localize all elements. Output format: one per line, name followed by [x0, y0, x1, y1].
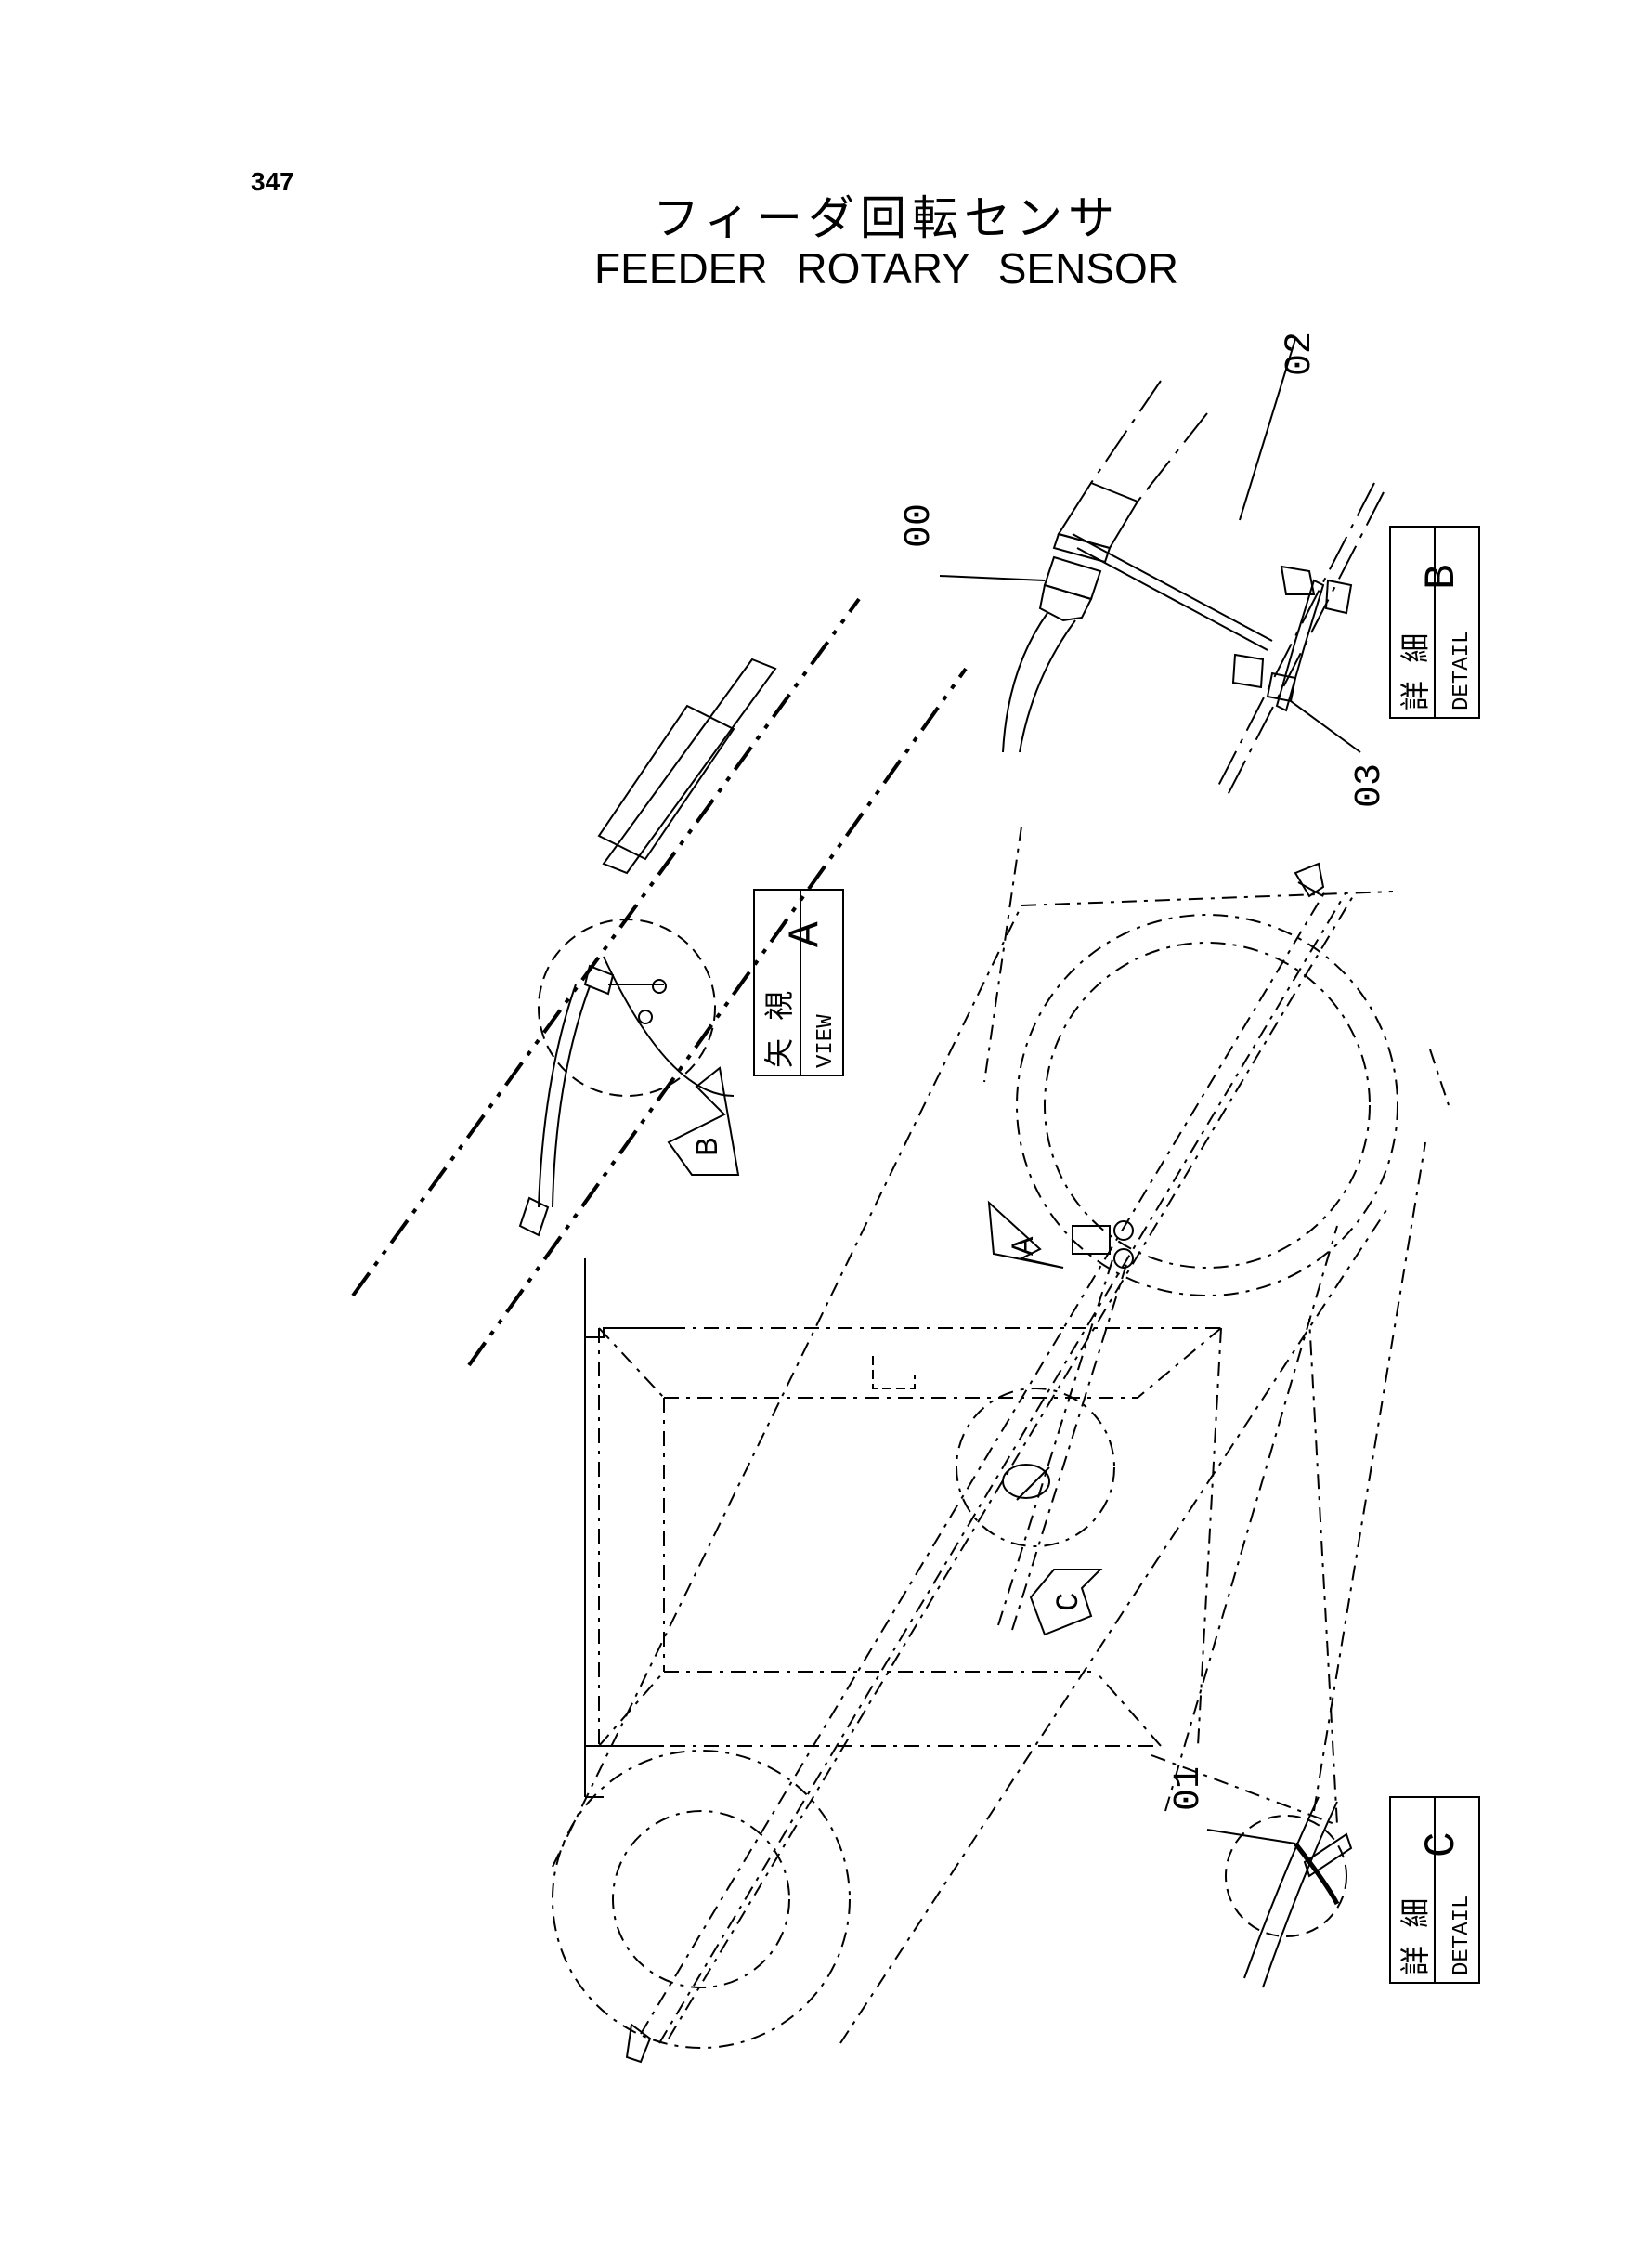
detail-b-letter: B	[1418, 564, 1466, 590]
arrow-b-label: B	[692, 1138, 727, 1156]
view-a-drawing	[351, 597, 968, 1367]
detail-b-drawing	[939, 338, 1385, 800]
detail-b-jp: 詳 細	[1399, 633, 1435, 710]
detail-c-drawing	[1206, 1796, 1353, 1988]
view-a-en: VIEW	[813, 1014, 839, 1068]
title-english: FEEDER ROTARY SENSOR	[593, 244, 1178, 293]
detail-c-letter: C	[1418, 1831, 1466, 1857]
detail-c-en: DETAIL	[1450, 1896, 1475, 1975]
callout-03: 03	[1349, 763, 1391, 808]
arrow-a	[987, 1200, 1064, 1269]
callout-02: 02	[1280, 332, 1321, 376]
main-assembly	[552, 826, 1450, 2049]
view-a-jp: 矢 視	[763, 991, 799, 1068]
page-number: 347	[251, 167, 294, 196]
view-a-letter: A	[782, 921, 830, 947]
view-a-box	[753, 889, 844, 1076]
arrow-c	[1029, 1569, 1103, 1636]
arrow-c-label: C	[1052, 1593, 1087, 1611]
arrow-b	[667, 1066, 740, 1176]
sensor-mount	[1002, 1464, 1050, 1499]
arrow-a-label: A	[1008, 1236, 1043, 1256]
title-japanese: フィーダ回転センサ	[653, 191, 1120, 245]
callout-00: 00	[899, 503, 941, 548]
detail-b-en: DETAIL	[1450, 631, 1475, 710]
callout-01: 01	[1168, 1766, 1210, 1811]
detail-c-jp: 詳 細	[1399, 1898, 1435, 1975]
